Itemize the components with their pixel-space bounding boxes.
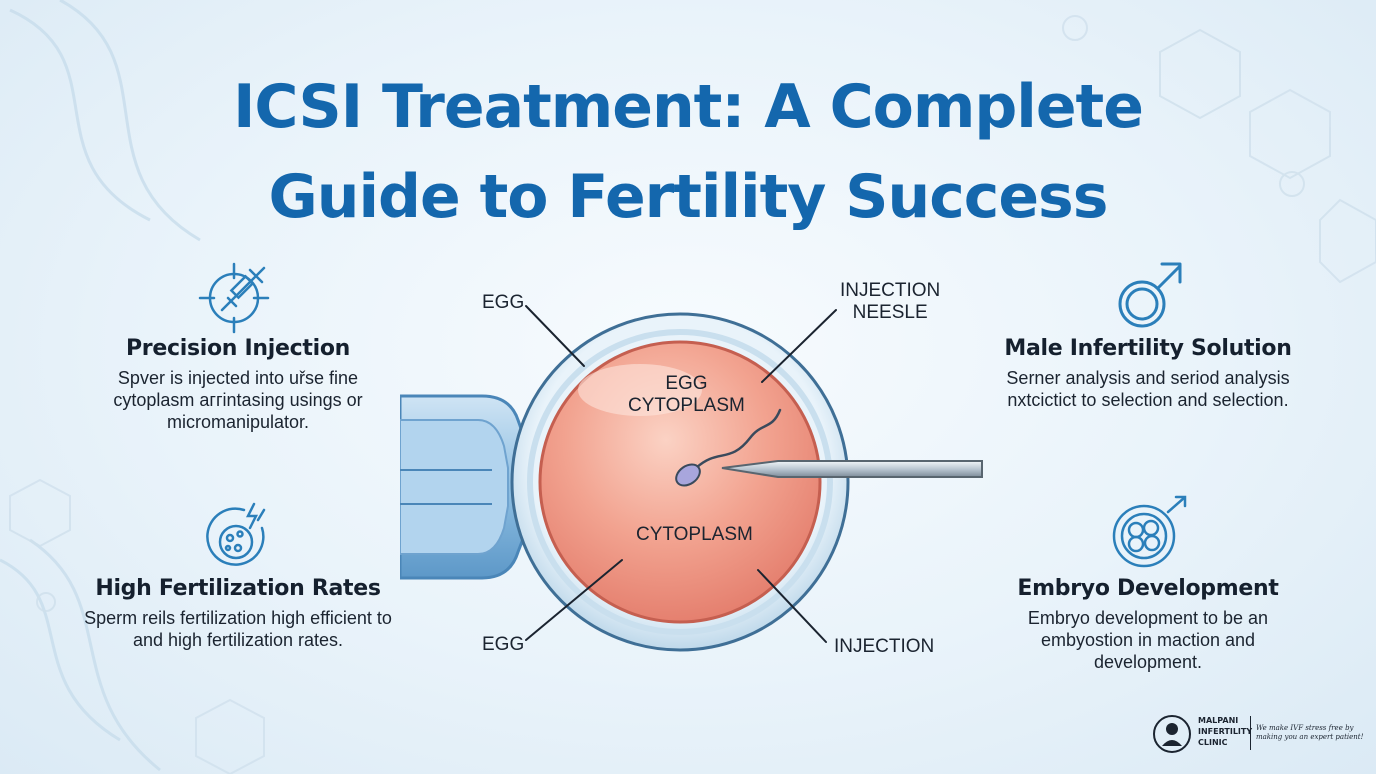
male-symbol-icon: [1118, 262, 1182, 328]
fertilization-cell-icon: [206, 502, 266, 566]
label-injection-needle: INJECTION NEESLE: [840, 280, 941, 323]
feature-text: Sperm reils fertilization high efficient…: [84, 608, 392, 650]
clinic-name: MALPANI INFERTILITY CLINIC: [1198, 716, 1253, 747]
feature-heading: Precision Injection: [125, 336, 351, 361]
clinic-tagline: We make IVF stress free by making you an…: [1256, 724, 1364, 741]
title-line-1: ICSI Treatment: A Complete: [233, 72, 1144, 142]
leader-line-needle: [761, 309, 837, 383]
leader-line-injection: [757, 569, 827, 643]
leader-line-egg-bottom: [525, 559, 623, 641]
feature-precision-injection: Precision Injection Spver is injected in…: [78, 256, 398, 433]
feature-heading: Embryo Development: [1017, 576, 1279, 601]
label-egg-bottom: EGG: [482, 634, 525, 655]
label-cytoplasm: CYTOPLASM: [636, 524, 753, 545]
clinic-emblem-icon: [1153, 715, 1191, 753]
feature-text: Spver is injected into uřse fine cytopla…: [113, 368, 363, 432]
feature-male-infertility: Male Infertility Solution Serner analysi…: [988, 256, 1308, 411]
feature-heading: Male Infertility Solution: [1004, 336, 1292, 361]
label-injection: INJECTION: [834, 636, 935, 657]
label-egg-cytoplasm: EGG CYTOPLASM: [628, 373, 745, 416]
icsi-diagram: [400, 305, 983, 652]
clinic-logo: MALPANI INFERTILITY CLINIC We make IVF s…: [1152, 712, 1366, 756]
injection-needle: [721, 460, 983, 478]
holding-pipette: [400, 394, 530, 580]
feature-heading: High Fertilization Rates: [95, 576, 381, 601]
feature-embryo-development: Embryo Development Embryo development to…: [988, 492, 1308, 673]
label-egg-top: EGG: [482, 292, 525, 313]
embryo-icon: [1112, 495, 1187, 568]
feature-high-fertilization: High Fertilization Rates Sperm reils fer…: [78, 496, 398, 651]
title-line-2: Guide to Fertility Success: [268, 162, 1109, 232]
syringe-target-icon: [198, 262, 270, 334]
leader-line-egg-top: [525, 305, 585, 367]
logo-divider: [1250, 716, 1251, 750]
feature-text: Serner analysis and seriod analysis nхtc…: [1006, 368, 1290, 410]
feature-text: Embryo development to be an embyostion i…: [1027, 608, 1269, 672]
page-title: ICSI Treatment: A Complete Guide to Fert…: [0, 62, 1376, 242]
sperm: [675, 408, 782, 487]
